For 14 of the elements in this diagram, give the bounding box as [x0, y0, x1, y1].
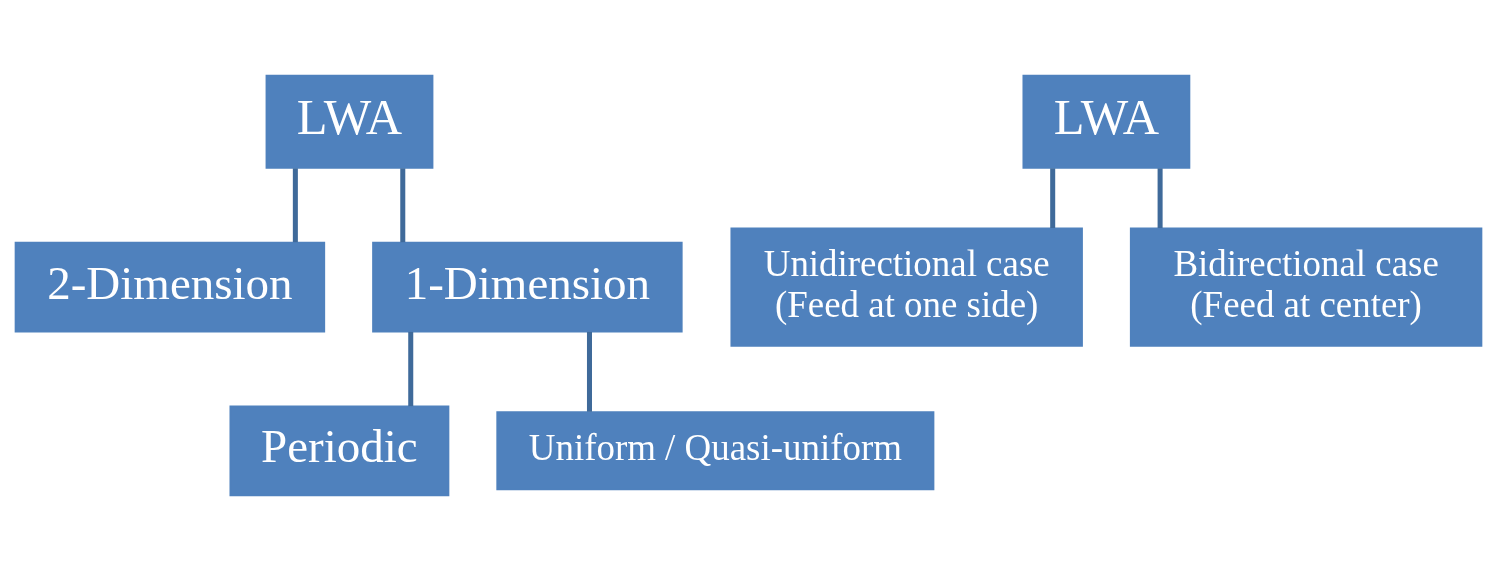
connector — [292, 167, 298, 242]
connector — [408, 331, 414, 406]
node-box: 1-Dimension — [372, 241, 683, 332]
node-box: Uniform / Quasi-uniform — [496, 410, 935, 490]
node-box: LWA — [265, 74, 434, 169]
connector — [400, 167, 406, 242]
connector — [1050, 167, 1056, 228]
connector — [586, 331, 592, 412]
node-box: Periodic — [229, 405, 450, 496]
node-box: Bidirectional case (Feed at center) — [1129, 227, 1483, 347]
connector — [1157, 167, 1163, 228]
node-box: 2-Dimension — [14, 241, 326, 332]
node-box: LWA — [1022, 74, 1191, 169]
node-box: Unidirectional case (Feed at one side) — [730, 227, 1083, 347]
